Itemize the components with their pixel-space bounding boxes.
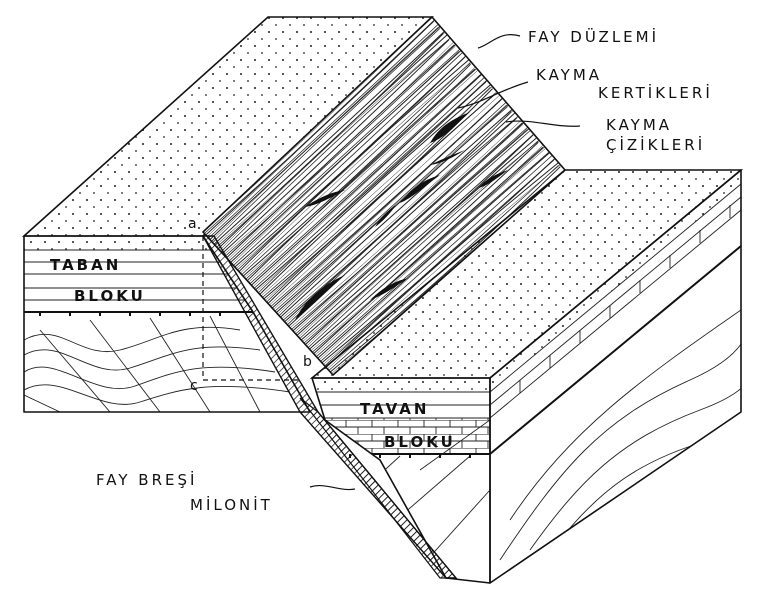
striation-line bbox=[217, 34, 448, 250]
fault-plane bbox=[202, 16, 566, 376]
label-mylonite: MİLONİT bbox=[190, 495, 273, 514]
striation-line bbox=[248, 70, 478, 283]
striation-line bbox=[324, 159, 554, 367]
striation-line bbox=[246, 68, 476, 282]
striation-line bbox=[296, 127, 531, 336]
striation-line bbox=[259, 83, 493, 295]
striation-line bbox=[220, 37, 451, 253]
striation-line bbox=[274, 101, 508, 312]
striation-line bbox=[252, 75, 481, 287]
striation-line bbox=[271, 98, 503, 309]
striation-line bbox=[306, 138, 542, 347]
point-a: a bbox=[188, 216, 197, 232]
striation-line bbox=[205, 19, 435, 236]
striation-line bbox=[262, 86, 491, 298]
leader-lines bbox=[309, 34, 581, 491]
label-fault-plane: FAY DÜZLEMİ bbox=[528, 27, 659, 46]
label-slip-notches-2: KERTİKLERİ bbox=[598, 83, 713, 102]
striation-line bbox=[230, 49, 463, 263]
label-footwall-1: TABAN bbox=[50, 256, 121, 274]
side-brick-ticks bbox=[519, 205, 731, 393]
striation-line bbox=[245, 67, 479, 280]
striation-line bbox=[307, 140, 539, 348]
point-b: b bbox=[303, 354, 312, 370]
striation-line bbox=[236, 55, 467, 269]
striation-line bbox=[237, 57, 465, 271]
striation-line bbox=[242, 63, 471, 277]
striation-line bbox=[280, 107, 515, 318]
label-footwall-2: BLOKU bbox=[74, 287, 146, 305]
slip-notches bbox=[295, 112, 508, 320]
hangingwall-side-layers bbox=[490, 170, 741, 561]
striation-line bbox=[325, 161, 560, 368]
striation-line bbox=[253, 76, 485, 289]
striation-line bbox=[226, 44, 455, 259]
striation-line bbox=[238, 58, 470, 272]
footwall-unconformity-ticks bbox=[39, 312, 221, 316]
striation-line bbox=[319, 153, 549, 360]
label-hangingwall-1: TAVAN bbox=[360, 400, 429, 418]
striation-line bbox=[320, 155, 553, 362]
striation-line bbox=[233, 52, 463, 266]
point-c: c bbox=[190, 378, 198, 394]
footwall-folded-basement bbox=[24, 315, 291, 412]
striation-line bbox=[211, 26, 439, 242]
striation-line bbox=[294, 124, 524, 333]
hangingwall-side-face bbox=[489, 169, 742, 584]
striation-line bbox=[295, 125, 530, 335]
label-slip-notches-1: KAYMA bbox=[536, 66, 602, 84]
striation-line bbox=[299, 130, 531, 339]
striation-line bbox=[292, 122, 523, 332]
label-fault-breccia: FAY BREŞİ bbox=[96, 470, 197, 489]
striation-line bbox=[206, 21, 434, 237]
striation-line bbox=[209, 24, 442, 240]
striation-line bbox=[260, 85, 494, 297]
striation-line bbox=[240, 60, 474, 274]
striation-line bbox=[314, 148, 546, 356]
striation-line bbox=[249, 72, 484, 284]
striation-line bbox=[291, 120, 526, 330]
striation-line bbox=[300, 132, 536, 341]
striation-line bbox=[208, 23, 440, 239]
striation-line bbox=[258, 81, 487, 294]
striation-line bbox=[316, 150, 552, 357]
striation-line bbox=[313, 146, 544, 355]
striation-line bbox=[309, 141, 539, 350]
striation-line bbox=[273, 99, 502, 310]
striation-line bbox=[219, 36, 453, 251]
striation-line bbox=[304, 137, 538, 345]
striation-line bbox=[213, 29, 447, 245]
dashed-reference-line bbox=[202, 236, 300, 381]
label-hangingwall-2: BLOKU bbox=[384, 433, 456, 451]
striation-line bbox=[267, 93, 496, 304]
label-slip-striations-2: ÇİZİKLERİ bbox=[606, 135, 705, 154]
striation-line bbox=[227, 46, 456, 260]
label-slip-striations-1: KAYMA bbox=[606, 116, 672, 134]
striation-line bbox=[229, 47, 462, 262]
striation-line bbox=[241, 62, 471, 275]
striation-line bbox=[269, 94, 500, 306]
striation-line bbox=[222, 39, 450, 254]
striation-line bbox=[212, 28, 441, 243]
striation-line bbox=[255, 78, 490, 291]
striation-line bbox=[231, 51, 460, 265]
mylonite-band bbox=[299, 397, 458, 579]
striation-line bbox=[298, 129, 528, 338]
striation-line bbox=[289, 119, 523, 328]
striation-line bbox=[312, 145, 547, 353]
